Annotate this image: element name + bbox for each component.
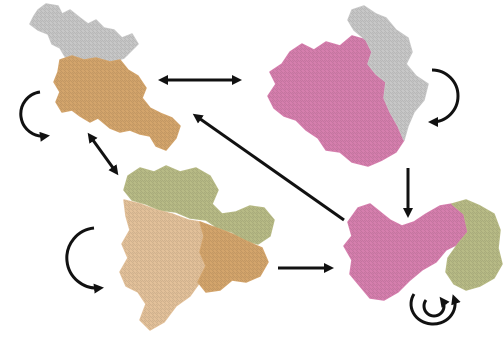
self-loop-top-left: [19, 90, 50, 142]
arrow-top-left-bottom-left: [87, 132, 119, 176]
transition-arrows: [19, 68, 461, 326]
tile-top-right: [267, 5, 429, 167]
self-loop-top-right: [428, 68, 460, 127]
self-loop-bottom-right-inner: [422, 296, 450, 318]
tile-bottom-right: [343, 199, 503, 301]
tile-bottom-left: [119, 165, 275, 331]
arrow-bottom-right-top-left: [192, 113, 345, 222]
self-loop-bottom-right-outer: [409, 293, 461, 326]
tile-top-left: [29, 3, 181, 151]
self-loop-bottom-left: [65, 226, 104, 294]
